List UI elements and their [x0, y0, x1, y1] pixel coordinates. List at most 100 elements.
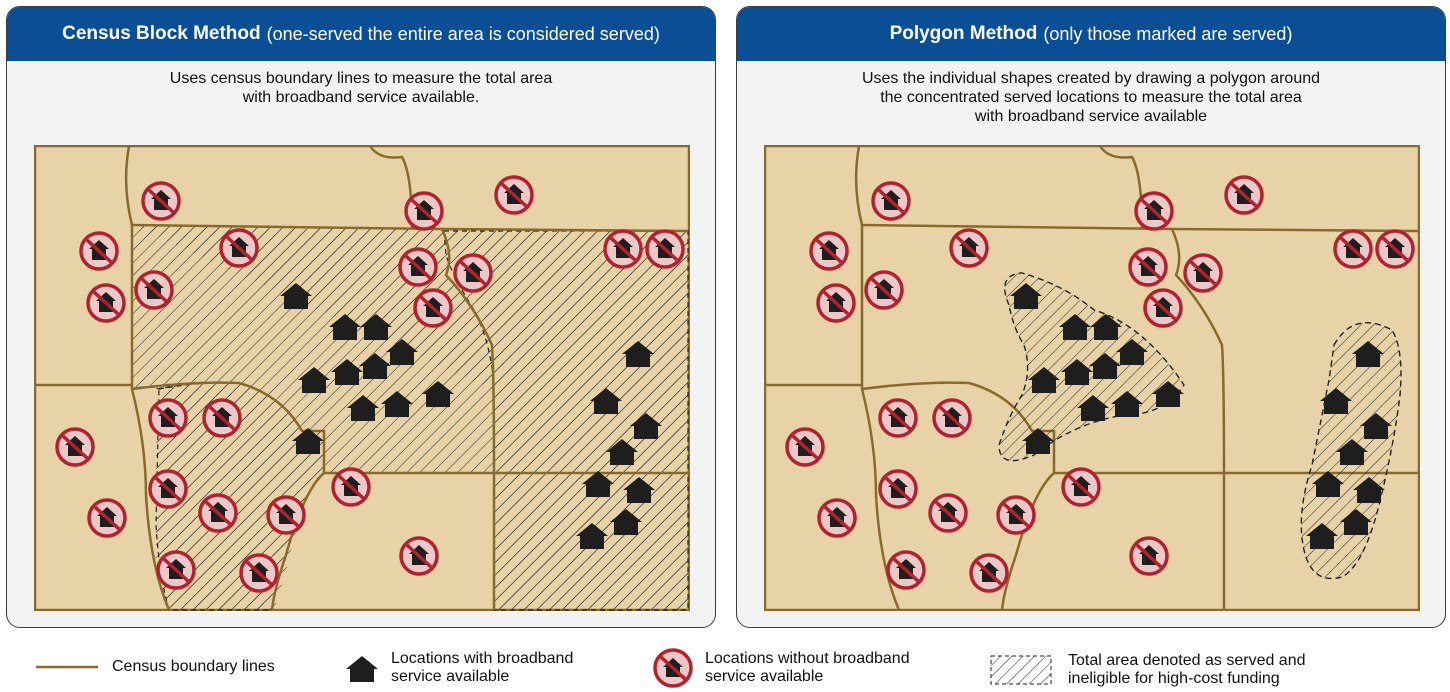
served-house-icon	[1320, 388, 1352, 414]
unserved-location-icon	[148, 398, 188, 438]
polygon-panel: Polygon Method (only those marked are se…	[736, 6, 1446, 628]
legend-boundary: Census boundary lines	[36, 658, 342, 676]
unserved-location-icon	[79, 231, 119, 271]
served-house-icon	[1116, 339, 1148, 365]
panel-subtitle: (only those marked are served)	[1043, 23, 1293, 44]
unserved-location-icon	[878, 398, 918, 438]
house-icon	[346, 656, 378, 682]
served-house-icon	[1336, 439, 1368, 465]
served-house-icon	[1061, 359, 1093, 385]
unserved-location-icon	[1143, 288, 1183, 328]
served-house-icon	[422, 381, 454, 407]
panel-title: Census Block Method	[62, 23, 261, 44]
unserved-location-icon	[878, 469, 918, 509]
served-house-icon	[590, 388, 622, 414]
description-line: with broadband service available.	[242, 89, 480, 106]
served-house-icon	[576, 523, 608, 549]
unserved-location-icon	[141, 181, 181, 221]
unserved-location-icon	[219, 228, 259, 268]
unserved-location-icon	[239, 553, 279, 593]
served-house-icon	[1312, 471, 1344, 497]
unserved-location-icon	[864, 270, 904, 310]
legend-boundary-label: Census boundary lines	[112, 658, 275, 675]
unserved-location-icon	[816, 283, 856, 323]
served-house-icon	[1090, 314, 1122, 340]
unserved-location-icon	[413, 288, 453, 328]
served-house-icon	[622, 341, 654, 367]
panel-description: Uses census boundary lines to measure th…	[7, 69, 715, 107]
served-house-icon	[298, 367, 330, 393]
description-line: with broadband service available	[974, 108, 1208, 125]
description-line: the concentrated served locations to mea…	[880, 89, 1302, 106]
served-house-icon	[1152, 381, 1184, 407]
census-block-map	[34, 145, 690, 611]
served-house-icon	[292, 428, 324, 454]
unserved-location-icon	[148, 469, 188, 509]
unserved-location-icon	[871, 181, 911, 221]
hatch-swatch-icon	[990, 655, 1052, 685]
unserved-location-icon	[55, 427, 95, 467]
served-house-icon	[623, 477, 655, 503]
served-house-icon	[1111, 391, 1143, 417]
unserved-location-icon	[996, 495, 1036, 535]
legend: Census boundary lines Locations with bro…	[0, 648, 1450, 692]
unserved-location-icon	[1061, 467, 1101, 507]
served-house-icon	[606, 439, 638, 465]
polygon-map	[764, 145, 1420, 611]
served-house-icon	[1022, 428, 1054, 454]
unserved-location-icon	[202, 398, 242, 438]
served-house-icon	[1028, 367, 1060, 393]
unserved-location-icon	[198, 493, 238, 533]
unserved-location-icon	[969, 553, 1009, 593]
unserved-location-icon	[1183, 253, 1223, 293]
unserved-location-icon	[785, 427, 825, 467]
served-house-icon	[386, 339, 418, 365]
served-house-icon	[1352, 341, 1384, 367]
panel-subtitle: (one-served the entire area is considere…	[266, 23, 660, 44]
served-house-icon	[1059, 314, 1091, 340]
unserved-location-icon	[809, 231, 849, 271]
served-house-icon	[331, 359, 363, 385]
census-block-panel: Census Block Method (one-served the enti…	[6, 6, 716, 628]
unserved-location-icon	[331, 467, 371, 507]
served-house-icon	[1306, 523, 1338, 549]
unserved-location-icon	[949, 228, 989, 268]
served-house-icon	[360, 314, 392, 340]
unserved-location-icon	[1333, 229, 1373, 269]
unserved-location-icon	[928, 493, 968, 533]
served-house-icon	[381, 391, 413, 417]
unserved-location-icon	[266, 495, 306, 535]
description-line: Uses census boundary lines to measure th…	[169, 70, 553, 87]
unserved-location-icon	[156, 550, 196, 590]
served-house-icon	[610, 509, 642, 535]
served-house-icon	[1353, 477, 1385, 503]
boundary-line-swatch	[36, 665, 98, 669]
unserved-location-icon	[932, 398, 972, 438]
served-house-icon	[1360, 413, 1392, 439]
unserved-location-icon	[134, 270, 174, 310]
served-house-icon	[630, 413, 662, 439]
unserved-location-icon	[1134, 191, 1174, 231]
no-service-icon	[653, 648, 693, 688]
served-house-icon	[1077, 395, 1109, 421]
unserved-location-icon	[86, 283, 126, 323]
unserved-location-icon	[87, 498, 127, 538]
unserved-location-icon	[1224, 175, 1264, 215]
unserved-location-icon	[645, 229, 685, 269]
unserved-location-icon	[1128, 247, 1168, 287]
panel-header: Census Block Method (one-served the enti…	[7, 7, 715, 61]
unserved-location-icon	[1129, 536, 1169, 576]
served-house-icon	[582, 471, 614, 497]
panel-header: Polygon Method (only those marked are se…	[737, 7, 1445, 61]
census-boundaries	[765, 145, 1419, 611]
served-house-icon	[347, 395, 379, 421]
served-house-icon	[359, 353, 391, 379]
unserved-location-icon	[817, 498, 857, 538]
served-house-icon	[1340, 509, 1372, 535]
